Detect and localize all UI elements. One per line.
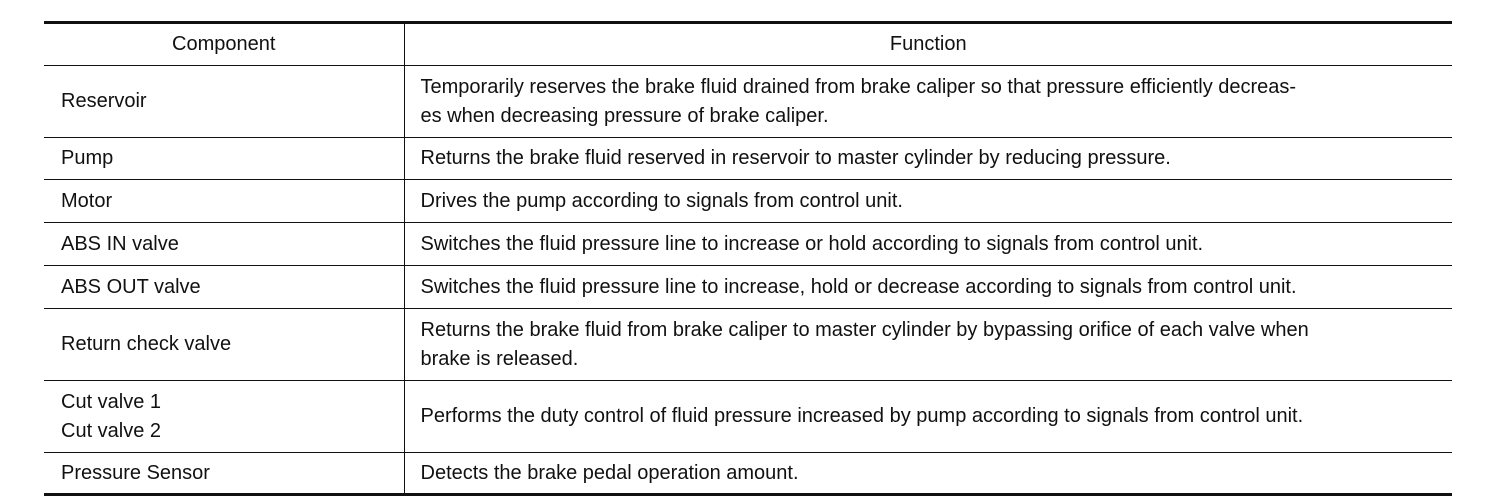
table-row: Reservoir Temporarily reserves the brake…: [44, 65, 1452, 138]
component-function-table: Component Function Reservoir Temporarily…: [44, 21, 1452, 496]
table-row: ABS IN valve Switches the fluid pressure…: [44, 222, 1452, 266]
function-cell: Detects the brake pedal operation amount…: [403, 452, 1452, 496]
function-cell: Drives the pump according to signals fro…: [403, 179, 1452, 223]
component-name: Pump: [61, 147, 114, 169]
component-name: ABS IN valve: [61, 232, 179, 255]
function-cell: Switches the fluid pressure line to incr…: [403, 222, 1452, 266]
component-cell: Pressure Sensor: [44, 452, 404, 496]
function-cell: Returns the brake fluid reserved in rese…: [403, 137, 1452, 180]
function-text: Returns the brake fluid reserved in rese…: [420, 147, 1171, 169]
table-row: Cut valve 1 Cut valve 2 Performs the dut…: [44, 380, 1452, 453]
component-cell: Pump: [44, 137, 404, 180]
header-component: Component: [44, 21, 404, 66]
table-header-row: Component Function: [44, 21, 1452, 66]
table-row: ABS OUT valve Switches the fluid pressur…: [44, 265, 1452, 309]
header-function: Function: [403, 21, 1452, 66]
component-name: Return check valve: [61, 333, 232, 355]
component-name: Cut valve 1: [61, 390, 162, 413]
function-cell: Returns the brake fluid from brake calip…: [403, 308, 1452, 381]
component-name: Cut valve 2: [61, 419, 162, 442]
component-cell: Return check valve: [44, 308, 404, 381]
function-cell: Switches the fluid pressure line to incr…: [403, 265, 1452, 309]
component-cell: Motor: [44, 179, 404, 223]
function-cell: Temporarily reserves the brake fluid dra…: [403, 65, 1452, 138]
table-row: Pressure Sensor Detects the brake pedal …: [44, 452, 1452, 496]
component-name: ABS OUT valve: [61, 275, 201, 298]
function-text: Switches the fluid pressure line to incr…: [420, 232, 1204, 255]
component-name: Reservoir: [61, 90, 147, 112]
function-text: brake is released.: [420, 347, 579, 370]
function-text: Detects the brake pedal operation amount…: [420, 461, 799, 484]
component-name: Motor: [61, 189, 113, 212]
function-text: es when decreasing pressure of brake cal…: [420, 104, 829, 127]
table-row: Return check valve Returns the brake flu…: [44, 308, 1452, 381]
function-text: Performs the duty control of fluid press…: [420, 405, 1304, 427]
component-cell: Reservoir: [44, 65, 404, 138]
component-cell: Cut valve 1 Cut valve 2: [44, 380, 404, 453]
function-cell: Performs the duty control of fluid press…: [403, 380, 1452, 453]
table-row: Pump Returns the brake fluid reserved in…: [44, 137, 1452, 180]
component-cell: ABS OUT valve: [44, 265, 404, 309]
function-text: Returns the brake fluid from brake calip…: [420, 318, 1309, 341]
table-row: Motor Drives the pump according to signa…: [44, 179, 1452, 223]
component-cell: ABS IN valve: [44, 222, 404, 266]
function-text: Switches the fluid pressure line to incr…: [420, 275, 1297, 298]
function-text: Drives the pump according to signals fro…: [420, 189, 903, 212]
function-text: Temporarily reserves the brake fluid dra…: [420, 75, 1297, 98]
component-name: Pressure Sensor: [61, 461, 210, 484]
